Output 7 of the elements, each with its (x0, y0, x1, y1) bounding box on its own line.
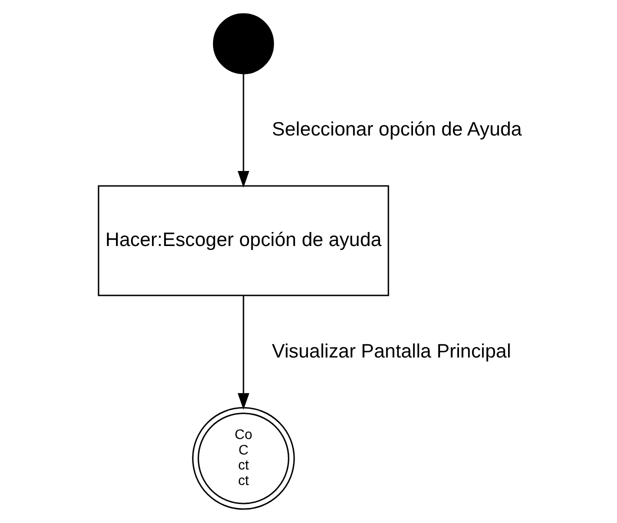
node-circle (212, 13, 274, 74)
node-box: Hacer:Escoger opción de ayuda (97, 185, 389, 296)
edge-label: Visualizar Pantalla Principal (271, 340, 511, 362)
arrow (237, 74, 249, 188)
arrow (237, 296, 249, 410)
node-circle: Co C ct ct (192, 407, 294, 510)
edge-label: Seleccionar opción de Ayuda (271, 118, 522, 141)
